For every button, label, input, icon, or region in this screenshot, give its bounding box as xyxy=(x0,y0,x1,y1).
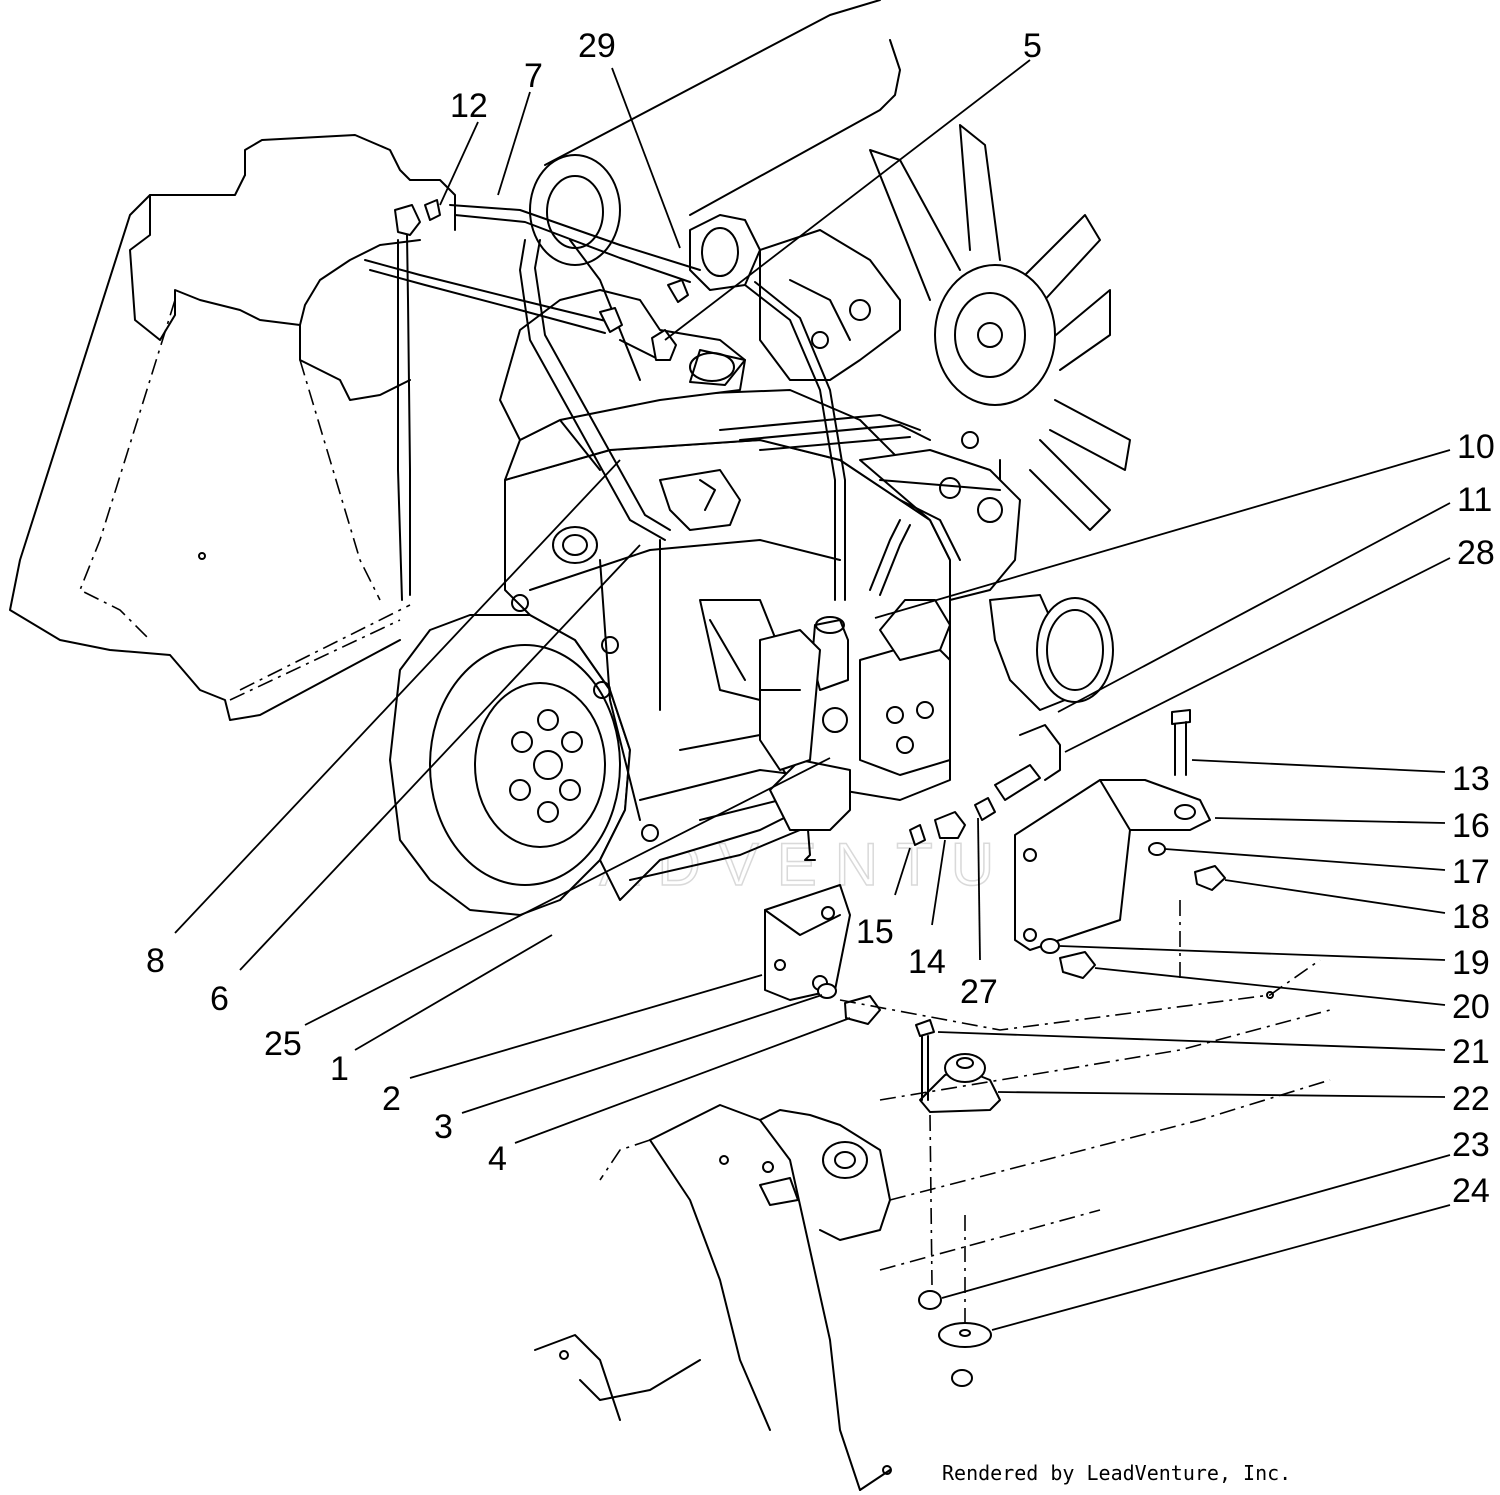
callout-22: 22 xyxy=(1452,1080,1490,1118)
callout-15: 15 xyxy=(856,913,894,951)
leader-lines xyxy=(174,59,1451,1331)
callout-11: 11 xyxy=(1457,481,1492,519)
callout-20: 20 xyxy=(1452,988,1490,1026)
callout-25: 27 xyxy=(960,973,998,1011)
callout-13: 13 xyxy=(1452,760,1490,798)
callout-1: 1 xyxy=(330,1050,349,1088)
callout-8: 8 xyxy=(146,942,165,980)
callout-16: 16 xyxy=(1452,807,1490,845)
chassis-frame-outline xyxy=(534,900,1331,1491)
callout-7: 7 xyxy=(524,57,543,95)
callout-24: 24 xyxy=(1452,1172,1490,1210)
sensor-fittings xyxy=(909,724,1061,846)
engine-mount-bracket-left xyxy=(764,884,881,1025)
callout-4: 4 xyxy=(488,1140,507,1178)
callout-10: 10 xyxy=(1457,428,1495,466)
callout-27: 25 xyxy=(264,1025,302,1063)
engine-assembly xyxy=(389,214,1114,916)
callout-2: 2 xyxy=(382,1080,401,1118)
callout-21: 21 xyxy=(1452,1033,1490,1071)
breather-hoses xyxy=(364,199,911,601)
callout-3: 3 xyxy=(434,1108,453,1146)
rubber-isolator-mount xyxy=(915,1019,1001,1387)
callout-29: 29 xyxy=(578,27,616,65)
callout-17: 17 xyxy=(1452,853,1490,891)
callout-23: 23 xyxy=(1452,1126,1490,1164)
radiator-shroud-outline xyxy=(9,134,456,721)
callout-labels: 12 7 29 5 10 11 28 13 16 17 18 19 20 21 … xyxy=(146,27,1495,1210)
engine-mount-bracket-right xyxy=(1014,709,1226,979)
callout-14: 14 xyxy=(908,943,946,981)
callout-5: 5 xyxy=(1023,27,1042,65)
callout-28: 28 xyxy=(1457,534,1495,572)
callout-6: 6 xyxy=(210,980,229,1018)
render-credit: Rendered by LeadVenture, Inc. xyxy=(942,1461,1291,1485)
muffler-outline xyxy=(529,0,901,266)
callout-19: 19 xyxy=(1452,944,1490,982)
callout-18: 18 xyxy=(1452,898,1490,936)
callout-12: 12 xyxy=(450,87,488,125)
